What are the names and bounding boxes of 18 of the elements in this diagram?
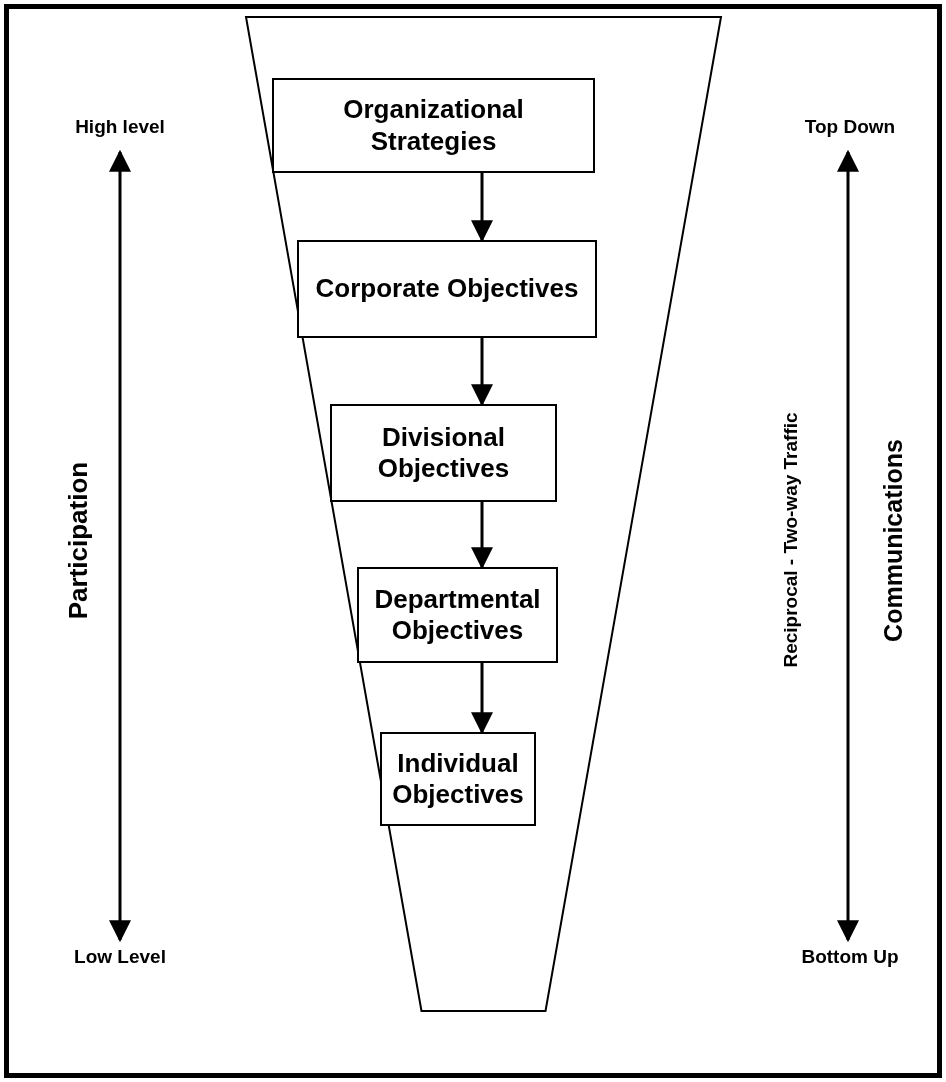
objective-box: Departmental Objectives (357, 567, 558, 663)
objective-box: Individual Objectives (380, 732, 536, 826)
objective-box: Corporate Objectives (297, 240, 597, 338)
arrow (471, 338, 493, 407)
scale-label: Top Down (770, 116, 930, 146)
double-headed-arrow (837, 149, 859, 943)
objective-box: Organizational Strategies (272, 78, 595, 173)
arrow (471, 173, 493, 243)
arrow (471, 502, 493, 570)
scale-label: Bottom Up (770, 946, 930, 976)
axis-label: Reciprocal - Two-way Traffic (779, 412, 802, 668)
axis-label: Participation (62, 461, 94, 619)
axis-label: Communications (878, 438, 908, 642)
double-headed-arrow (109, 149, 131, 943)
scale-label: High level (40, 116, 200, 146)
objective-box: Divisional Objectives (330, 404, 557, 502)
scale-label: Low Level (40, 946, 200, 976)
arrow (471, 663, 493, 735)
